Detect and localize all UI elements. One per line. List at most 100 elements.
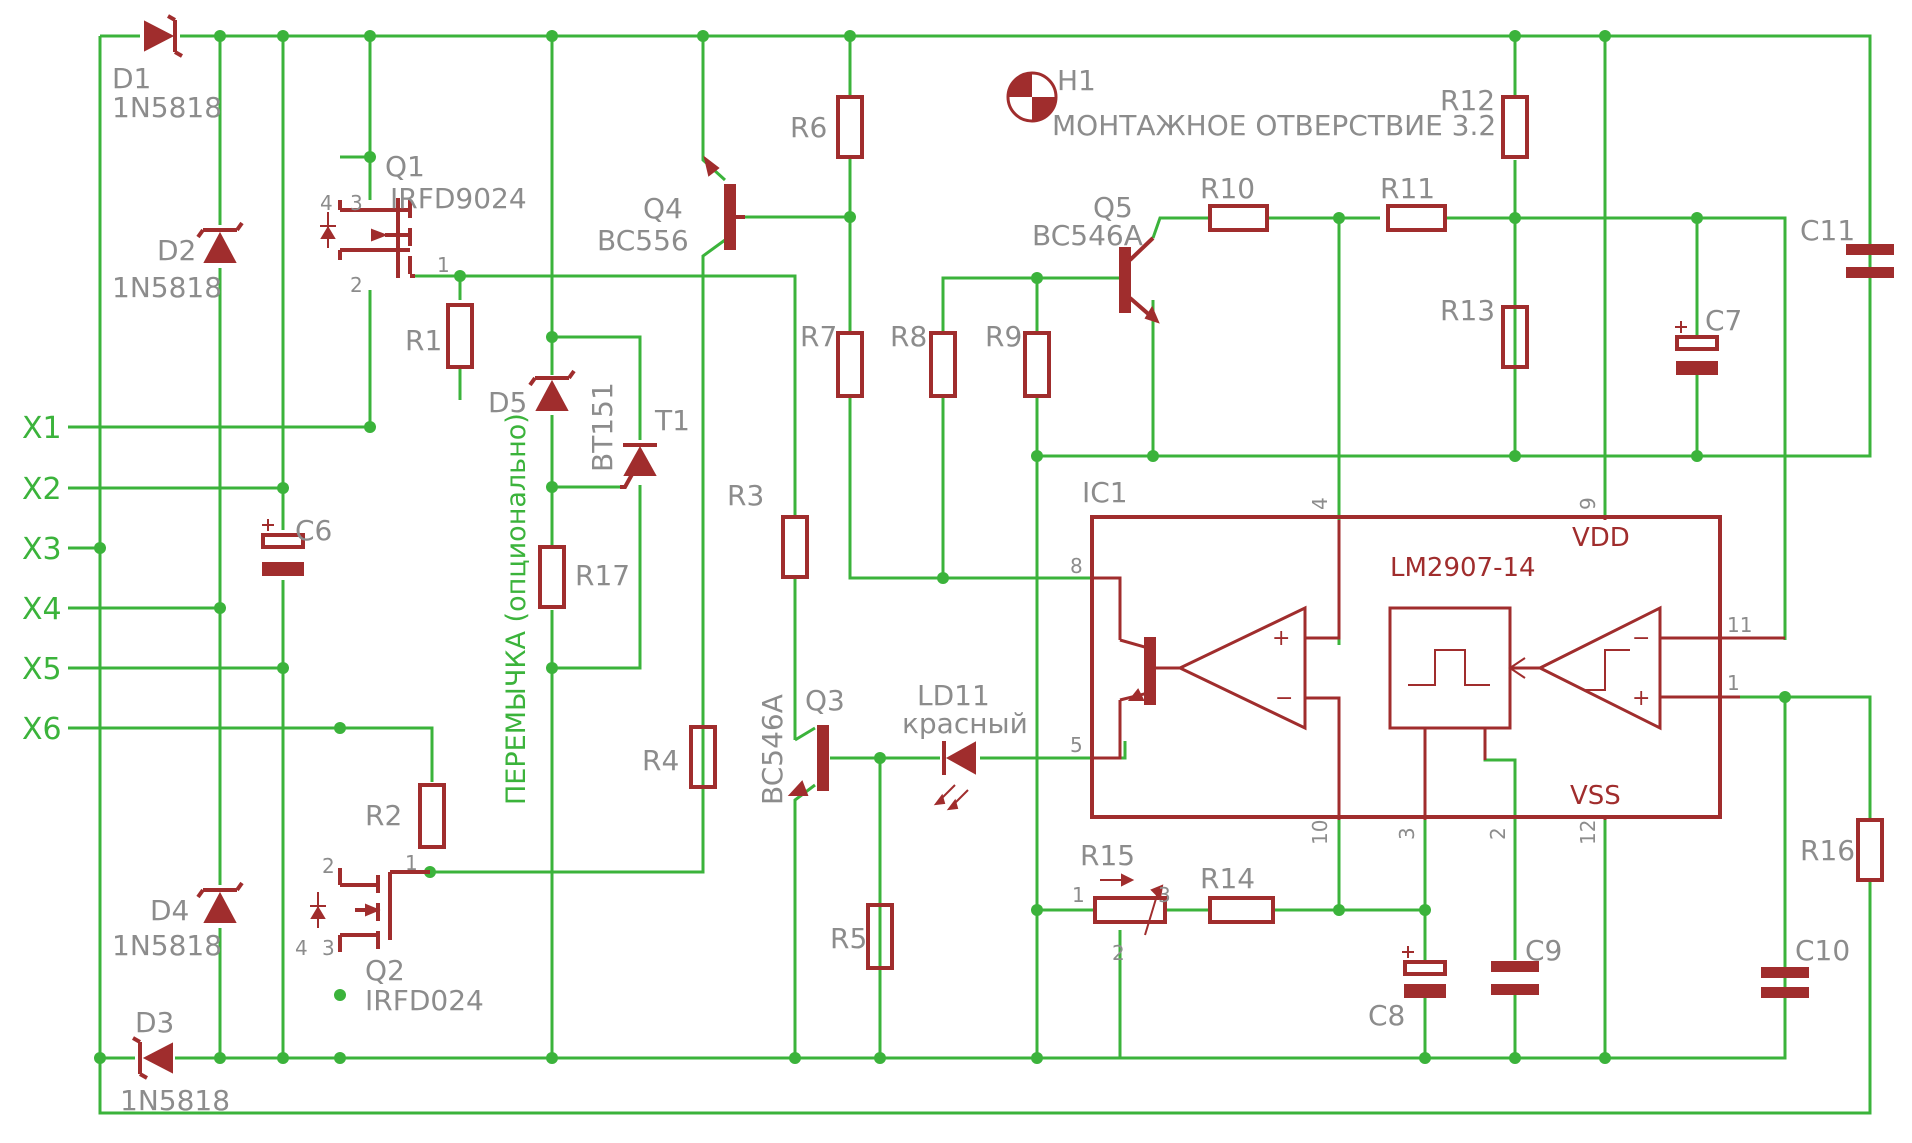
junction — [874, 1052, 886, 1064]
diode-d1[interactable] — [144, 14, 183, 58]
c11-label: C11 — [1800, 214, 1855, 247]
r11-label: R11 — [1380, 172, 1435, 205]
mosfet-q1[interactable] — [320, 198, 415, 278]
resistor-r10[interactable] — [1208, 204, 1269, 232]
wire-q1-source — [340, 36, 372, 200]
junction — [1419, 1052, 1431, 1064]
resistor-r3[interactable] — [781, 515, 809, 579]
capacitor-c6[interactable] — [261, 519, 305, 576]
capacitor-c11[interactable] — [1846, 244, 1894, 278]
potentiometer-r15[interactable] — [1093, 873, 1167, 936]
junction — [1147, 450, 1159, 462]
r3-label: R3 — [727, 479, 764, 512]
ic1-pin-4: 4 — [1308, 497, 1332, 510]
junction — [546, 1052, 558, 1064]
diode-d3[interactable] — [132, 1036, 173, 1080]
r17-label: R17 — [575, 559, 630, 592]
wire-q3-emitter — [793, 783, 816, 1058]
r9-label: R9 — [985, 320, 1022, 353]
resistor-r9[interactable] — [1023, 331, 1051, 398]
wire-r12 — [1513, 36, 1787, 640]
resistor-r2[interactable] — [418, 783, 446, 849]
resistor-r13[interactable] — [1501, 305, 1529, 369]
r10-label: R10 — [1200, 172, 1255, 205]
c9-label: C9 — [1525, 934, 1562, 967]
d1-value: 1N5818 — [112, 91, 222, 124]
q1-pin-3: 3 — [350, 191, 363, 215]
junction — [844, 30, 856, 42]
resistor-r4[interactable] — [689, 725, 717, 789]
junction — [364, 421, 376, 433]
terminal-x6[interactable]: X6 — [22, 712, 62, 747]
c10-label: C10 — [1795, 934, 1850, 967]
mosfet-q2[interactable] — [310, 868, 430, 952]
junction — [1509, 450, 1521, 462]
capacitor-c8[interactable] — [1402, 946, 1447, 998]
wire-c9 — [1483, 728, 1517, 1058]
resistor-r11[interactable] — [1386, 204, 1447, 232]
junction — [94, 542, 106, 554]
junction — [334, 1052, 346, 1064]
resistor-r5[interactable] — [866, 903, 894, 970]
junction — [937, 572, 949, 584]
diode-d5[interactable] — [528, 369, 576, 411]
junction — [1031, 272, 1043, 284]
resistor-r6[interactable] — [836, 95, 864, 159]
q1-ref: Q1 — [385, 150, 425, 183]
junction — [334, 989, 346, 1001]
resistor-r1[interactable] — [446, 303, 474, 369]
resistor-r12[interactable] — [1501, 95, 1529, 159]
ld11-ref: LD11 — [917, 679, 990, 712]
resistor-r17[interactable] — [538, 545, 566, 609]
junction — [1691, 450, 1703, 462]
junction — [1509, 30, 1521, 42]
capacitor-c7[interactable] — [1675, 321, 1719, 375]
diode-d4[interactable] — [196, 881, 244, 923]
c8-label: C8 — [1368, 999, 1405, 1032]
junction — [1333, 212, 1345, 224]
junction — [277, 1052, 289, 1064]
wire-q4 — [701, 36, 727, 728]
transistor-q3[interactable] — [787, 725, 829, 796]
resistor-r8[interactable] — [929, 331, 957, 398]
junction — [546, 481, 558, 493]
ic1-pin-2: 2 — [1486, 827, 1510, 840]
components — [132, 14, 1894, 1080]
q1-value: IRFD9024 — [390, 182, 527, 215]
transistor-q4[interactable] — [703, 155, 745, 250]
r1-label: R1 — [405, 324, 442, 357]
ic1-pin-8: 8 — [1070, 554, 1083, 578]
q5-value: BC546A — [1032, 219, 1143, 252]
capacitor-c10[interactable] — [1761, 967, 1809, 998]
thyristor-t1[interactable] — [620, 443, 657, 489]
terminal-x4[interactable]: X4 — [22, 592, 62, 627]
junction — [789, 1052, 801, 1064]
terminal-x5[interactable]: X5 — [22, 652, 62, 687]
terminal-x2[interactable]: X2 — [22, 472, 62, 507]
ic1-pin-9: 9 — [1576, 497, 1600, 510]
r13-label: R13 — [1440, 294, 1495, 327]
r15-pin-3: 3 — [1158, 883, 1171, 907]
r4-label: R4 — [642, 744, 679, 777]
resistor-r14[interactable] — [1208, 896, 1275, 924]
terminal-x3[interactable]: X3 — [22, 532, 62, 567]
diode-d2[interactable] — [196, 221, 244, 263]
r7-label: R7 — [800, 320, 837, 353]
transistor-q5[interactable] — [1119, 236, 1160, 324]
capacitor-c9[interactable] — [1491, 961, 1539, 995]
terminal-x1[interactable]: X1 — [22, 411, 62, 446]
ld11-value: красный — [902, 707, 1028, 740]
junction — [364, 151, 376, 163]
ic1-lm2907[interactable] — [1090, 515, 1785, 820]
led-ld11[interactable] — [933, 741, 976, 811]
d1-ref: D1 — [112, 62, 151, 95]
wire-q2-gate — [430, 728, 705, 874]
resistor-r7[interactable] — [836, 331, 864, 398]
r2-label: R2 — [365, 799, 402, 832]
resistor-r16[interactable] — [1856, 818, 1884, 882]
q3-value: BC546A — [756, 694, 789, 805]
wire-ld11 — [980, 741, 1127, 760]
ic1-vss: VSS — [1570, 781, 1621, 811]
r8-label: R8 — [890, 320, 927, 353]
